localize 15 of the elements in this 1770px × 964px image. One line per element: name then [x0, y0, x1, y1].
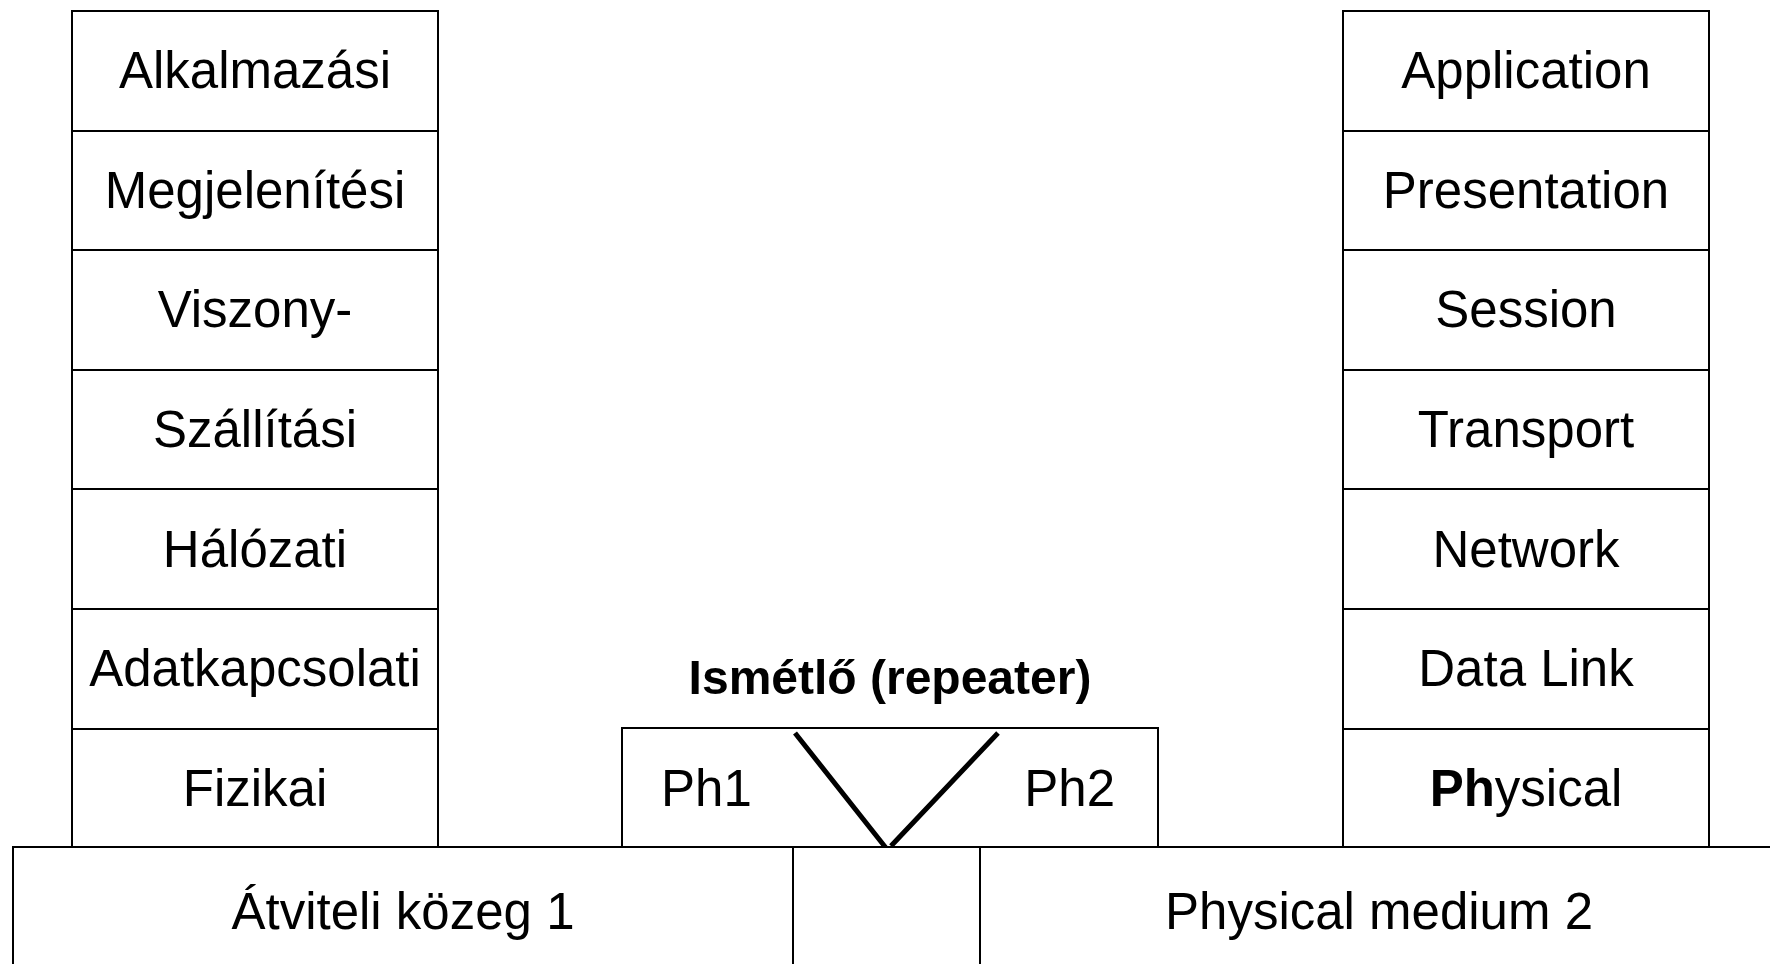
layer-box: Alkalmazási	[71, 10, 439, 132]
layer-box: Session	[1342, 249, 1710, 371]
repeater-heading: Ismétlő (repeater)	[687, 650, 1093, 705]
layer-box: Szállítási	[71, 368, 439, 491]
layer-box: Network	[1342, 488, 1710, 610]
layer-box: Megjelenítési	[71, 129, 439, 252]
layer-box: Viszony-	[71, 249, 439, 371]
layer-box: Transport	[1342, 368, 1710, 491]
layer-box: Hálózati	[71, 488, 439, 610]
layer-box: Adatkapcsolati	[71, 608, 439, 730]
layer-box: Application	[1342, 10, 1710, 132]
layer-box: Presentation	[1342, 129, 1710, 252]
port-label: Ph1	[661, 758, 752, 817]
port-label: Ph2	[1024, 758, 1115, 817]
layer-box: Data Link	[1342, 608, 1710, 730]
